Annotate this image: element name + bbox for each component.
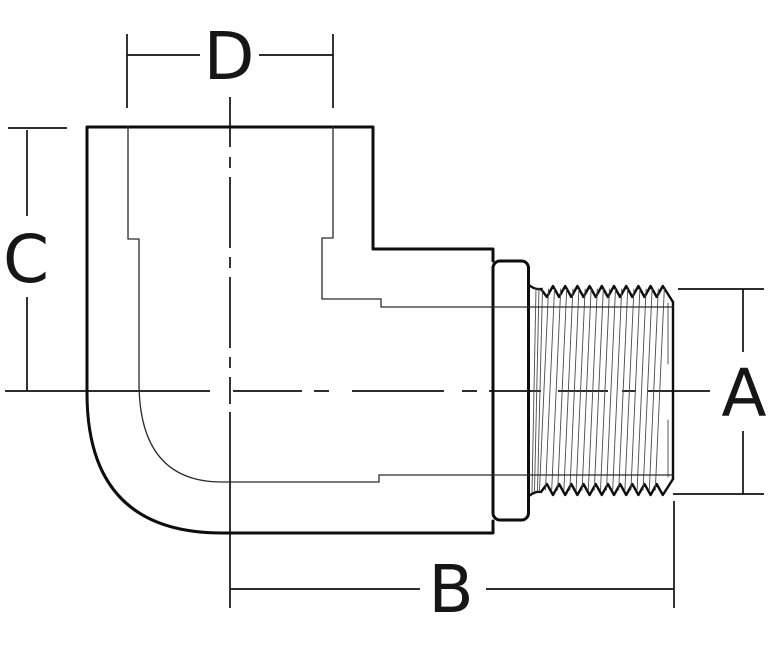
bore-profile-right-top — [321, 126, 674, 308]
internal-bore-lines — [127, 126, 674, 483]
dimension-label-a: A — [721, 355, 766, 432]
dimension-c: C — [3, 127, 67, 391]
collar — [491, 259, 530, 522]
bore-profile-left-bottom — [127, 126, 674, 483]
fitting-body — [85, 125, 675, 535]
body-outline — [85, 125, 495, 535]
thread-flanks — [531, 287, 669, 493]
dimension-b: B — [230, 501, 675, 628]
dimension-label-d: D — [204, 18, 255, 95]
thread-zigzag-bottom — [527, 477, 675, 498]
centerlines — [5, 97, 710, 608]
dimension-a-extension-lines — [673, 288, 764, 495]
dimension-a: A — [673, 288, 767, 495]
dimension-label-c: C — [3, 221, 49, 298]
thread-zigzag-top — [527, 283, 675, 304]
dimension-label-b: B — [428, 551, 473, 628]
dimension-d-extension-lines — [126, 34, 334, 108]
dimension-d: D — [126, 18, 334, 108]
thread-flank-lines — [531, 287, 669, 493]
